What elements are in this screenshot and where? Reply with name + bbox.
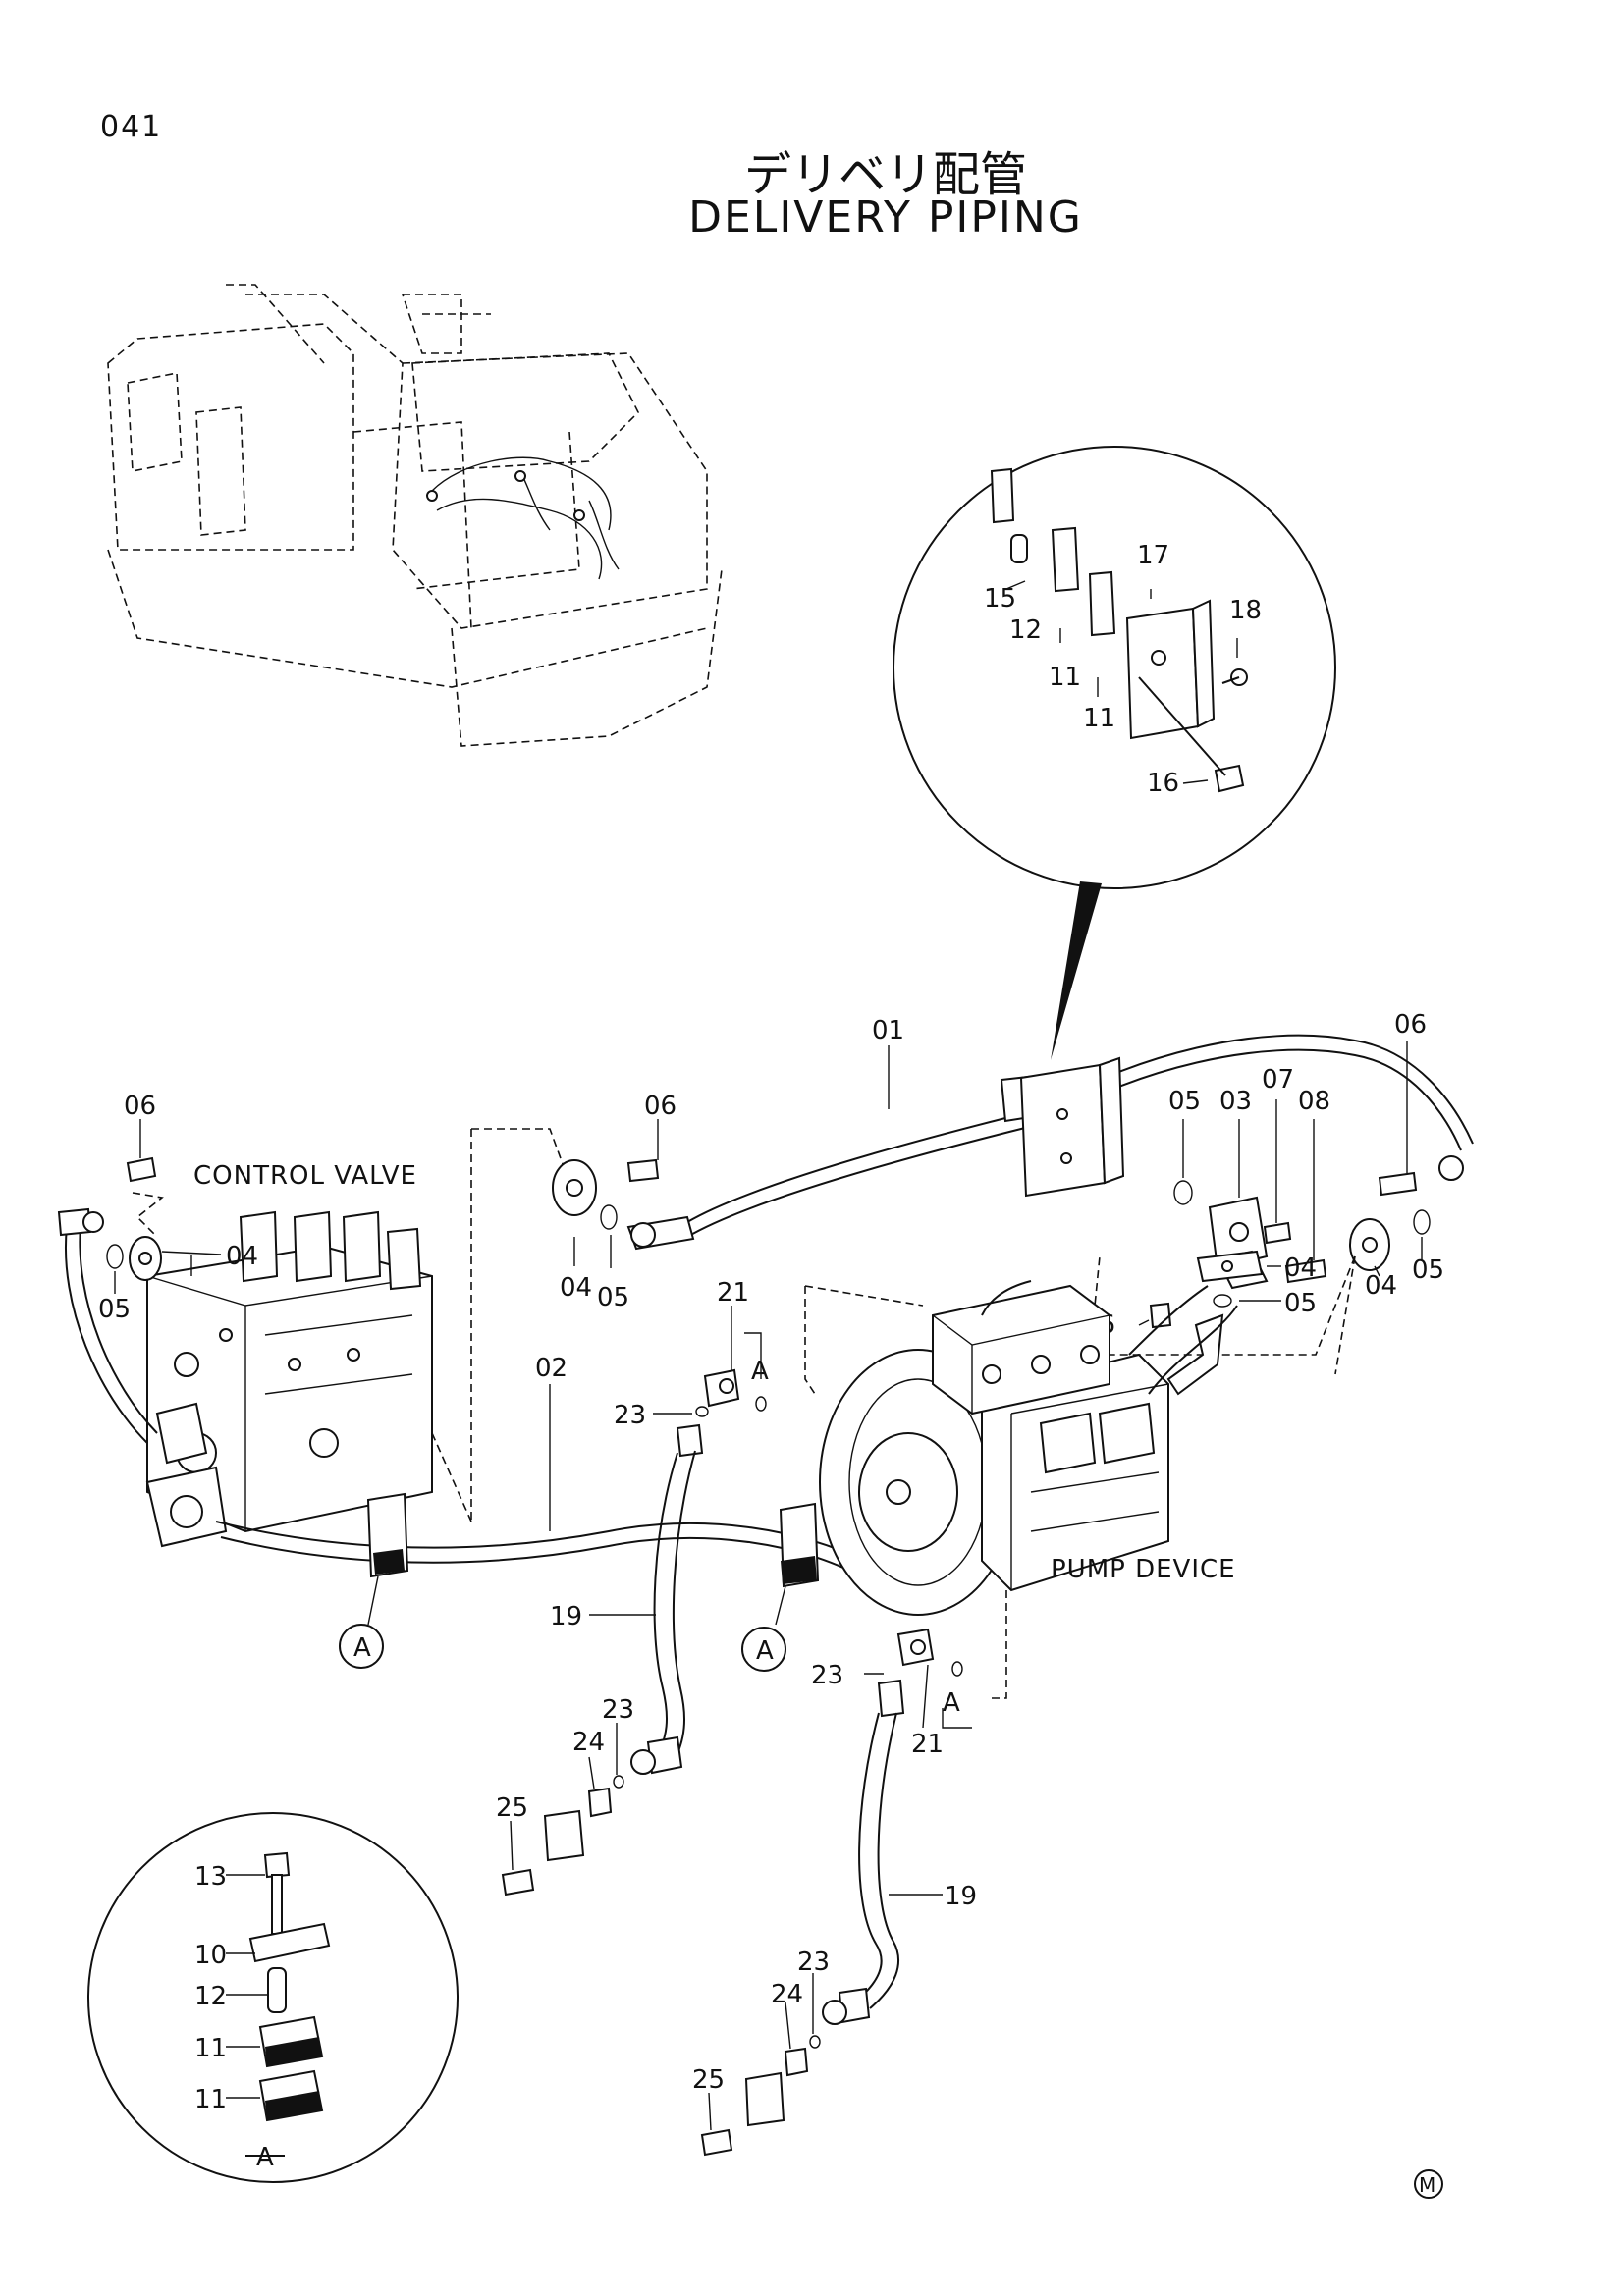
callout-11b: 11 [1083, 704, 1115, 733]
callout-11-detail-b: 11 [194, 2085, 227, 2114]
callout-07: 07 [1262, 1065, 1294, 1095]
callout-02: 02 [535, 1354, 568, 1383]
bracket-detail-view: 15 12 11 11 17 18 16 [893, 446, 1336, 1060]
page-title-japanese: デリベリ配管 [743, 147, 1027, 202]
view-a-detail: 13 10 12 11 11 A [87, 1812, 459, 2183]
callout-21-lower: 21 [911, 1730, 944, 1759]
right-fittings: 05 03 07 08 04 05 06 [1083, 1010, 1444, 1396]
callout-12: 12 [1009, 615, 1042, 645]
callout-19-lower: 19 [945, 1882, 977, 1911]
pump-device-label: PUMP DEVICE [1051, 1555, 1236, 1584]
mark-letter: M [1419, 2173, 1435, 2197]
callout-23-lower-left: 23 [602, 1695, 634, 1725]
callout-06-right: 06 [1394, 1010, 1427, 1040]
excavator-overview [107, 284, 723, 747]
callout-04-pump: 04 [1284, 1254, 1317, 1283]
callout-10: 10 [194, 1941, 227, 1970]
callout-25-right: 25 [692, 2065, 725, 2095]
upper-fittings: 06 04 05 [470, 1092, 677, 1522]
callout-12-detail: 12 [194, 1982, 227, 2011]
callout-18: 18 [1229, 596, 1262, 625]
callout-11a: 11 [1049, 663, 1081, 692]
pump-device-assembly: PUMP DEVICE [804, 1280, 1238, 1699]
page-number: 041 [100, 110, 163, 144]
callout-23-lower-right: 23 [797, 1948, 830, 1977]
pipe-02: 02 A A [215, 1354, 865, 1672]
control-valve-label: CONTROL VALVE [193, 1161, 417, 1191]
callout-05-upper-mid: 05 [597, 1283, 629, 1312]
hose-19-upper: 21 A 23 19 23 24 25 [496, 1278, 769, 1896]
callout-05-right-b: 05 [1412, 1255, 1444, 1285]
control-valve-assembly: CONTROL VALVE 06 05 04 [57, 1092, 433, 1548]
callout-08: 08 [1298, 1087, 1330, 1116]
callout-05-pump: 05 [1284, 1289, 1317, 1318]
manufacturer-mark: M [1414, 2169, 1443, 2199]
callout-19-upper: 19 [550, 1602, 582, 1631]
callout-15: 15 [984, 584, 1016, 614]
view-a-detail-label: A [256, 2143, 274, 2172]
callout-04-upper-mid: 04 [560, 1273, 592, 1303]
callout-05-right-a: 05 [1168, 1087, 1201, 1116]
callout-24-left: 24 [572, 1728, 605, 1757]
callout-04-left: 04 [226, 1242, 258, 1271]
view-a-marker-left: A [353, 1633, 371, 1663]
hose-19-lower: 23 21 A 19 23 24 25 [692, 1628, 977, 2157]
callout-21-upper: 21 [717, 1278, 749, 1308]
callout-13: 13 [194, 1862, 227, 1892]
page-title: DELIVERY PIPING [688, 192, 1083, 242]
pipe-01: 01 [626, 1016, 1474, 1251]
view-a-ref-upper: A [751, 1357, 769, 1386]
callout-01: 01 [872, 1016, 904, 1045]
callout-23-mid: 23 [811, 1661, 843, 1690]
callout-11-detail-a: 11 [194, 2034, 227, 2063]
callout-16: 16 [1147, 769, 1179, 798]
callout-24-right: 24 [771, 1980, 803, 2009]
callout-23-upper: 23 [614, 1401, 646, 1430]
callout-06-left: 06 [124, 1092, 156, 1121]
callout-05-left: 05 [98, 1295, 131, 1324]
callout-17: 17 [1137, 541, 1169, 570]
callout-25-left: 25 [496, 1793, 528, 1823]
view-a-marker-middle: A [756, 1636, 774, 1666]
view-a-ref-lower: A [943, 1688, 960, 1718]
callout-06-upper-mid: 06 [644, 1092, 677, 1121]
callout-03: 03 [1219, 1087, 1252, 1116]
callout-04-right: 04 [1365, 1271, 1397, 1301]
